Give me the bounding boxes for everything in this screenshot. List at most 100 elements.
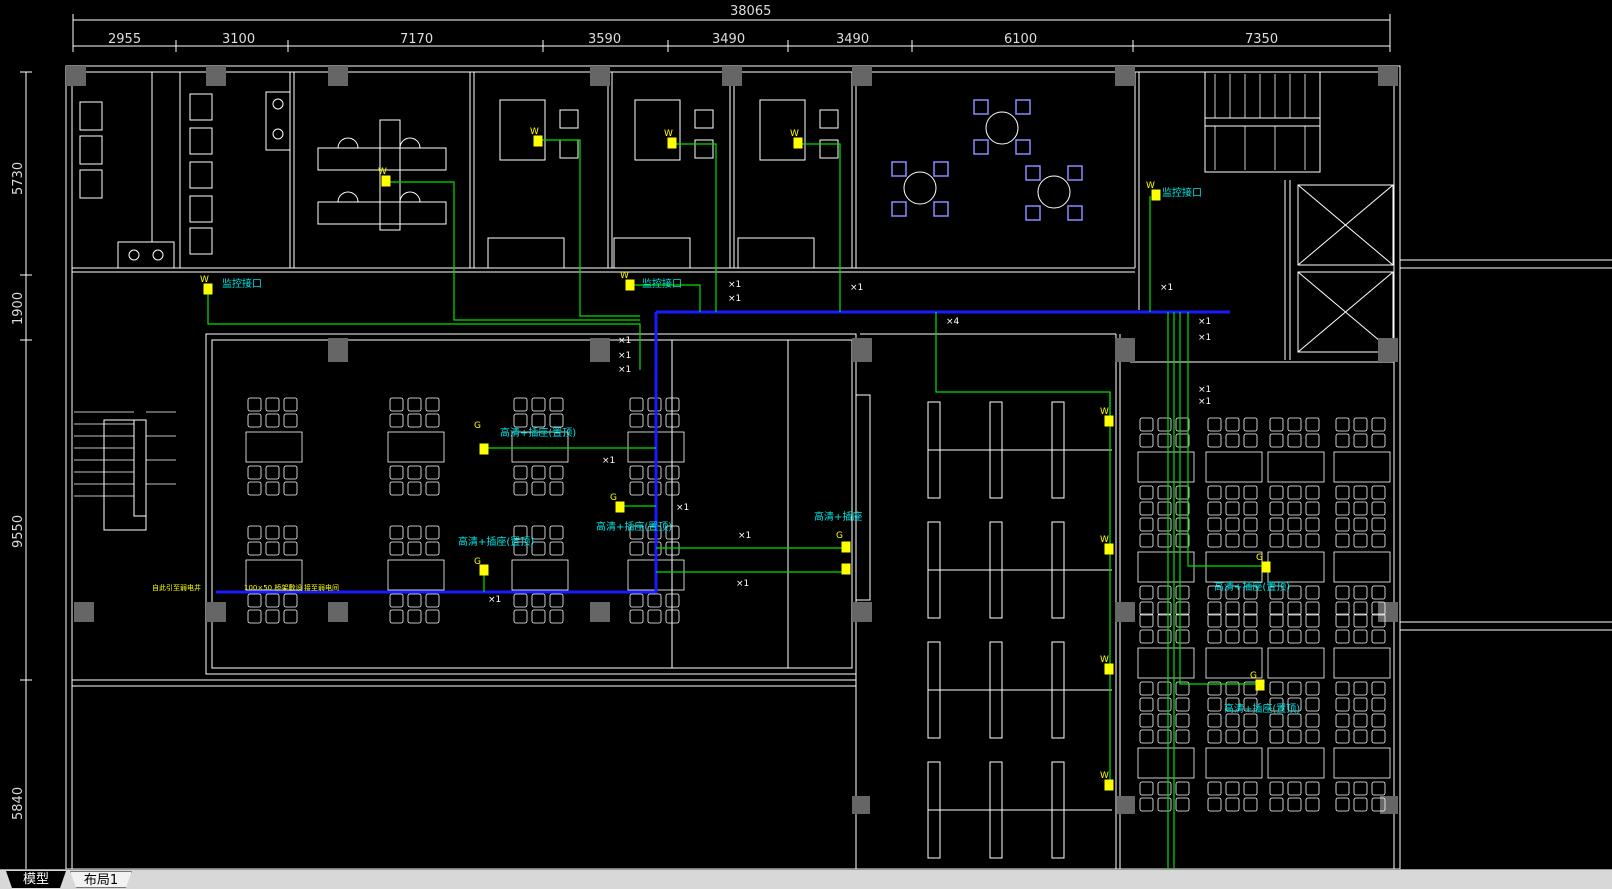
chair (1305, 501, 1320, 516)
chair (1243, 585, 1258, 600)
chair (283, 481, 298, 496)
chair (1207, 729, 1222, 744)
chair (1157, 485, 1172, 500)
chair (1371, 713, 1386, 728)
dim-seg-3: 7170 (400, 32, 433, 47)
chair (1371, 797, 1386, 812)
chair (1243, 501, 1258, 516)
chair (1353, 797, 1368, 812)
dimension-text: 38065 2955 3100 7170 3590 3490 3490 6100… (11, 4, 1278, 820)
chair (1157, 781, 1172, 796)
chair (1207, 501, 1222, 516)
chair (513, 541, 528, 556)
chair (549, 397, 564, 412)
chair (647, 593, 662, 608)
chair (1269, 601, 1284, 616)
w-letter: W (1146, 181, 1155, 191)
chair (407, 609, 422, 624)
chair (1287, 729, 1302, 744)
device-symbols (203, 135, 1271, 791)
socket-icon (1261, 561, 1271, 573)
chair (1269, 729, 1284, 744)
table (1205, 747, 1263, 779)
chair (531, 413, 546, 428)
left-note: 自此引至弱电井 (152, 583, 201, 592)
chair (1287, 433, 1302, 448)
table (1267, 451, 1325, 483)
chair (1207, 681, 1222, 696)
chair (1175, 533, 1190, 548)
chair (629, 413, 644, 428)
tab-model[interactable]: 模型 (6, 871, 66, 888)
chair (1287, 601, 1302, 616)
chair (283, 413, 298, 428)
chair (1353, 585, 1368, 600)
dim-seg-7: 6100 (1004, 32, 1037, 47)
chair (1335, 417, 1350, 432)
socket-icon (479, 564, 489, 576)
count-label: ×1 (1198, 385, 1211, 395)
label-hd-6: 高清+插座(置顶) (1224, 702, 1300, 715)
chair (1225, 681, 1240, 696)
table (1137, 647, 1195, 679)
chair (1225, 629, 1240, 644)
chair (1225, 697, 1240, 712)
g-letter: G (474, 421, 481, 431)
chair (665, 413, 680, 428)
chair (1139, 729, 1154, 744)
tray-notes: 100×50 桥架敷设 接至弱电间 自此引至弱电井 (152, 583, 339, 592)
workstations (855, 394, 1112, 859)
chair (1207, 517, 1222, 532)
chair (265, 397, 280, 412)
wall-port-icon (793, 137, 803, 149)
chair (1175, 797, 1190, 812)
private-office-furniture (317, 99, 1071, 269)
chair (1371, 517, 1386, 532)
chair (1371, 613, 1386, 628)
chair (1175, 601, 1190, 616)
chair (1335, 585, 1350, 600)
dim-seg-8: 7350 (1245, 32, 1278, 47)
chair (1287, 681, 1302, 696)
chair (1269, 585, 1284, 600)
table (1205, 551, 1263, 583)
chair (1287, 417, 1302, 432)
chair (531, 541, 546, 556)
chair (407, 465, 422, 480)
socket-icon (841, 541, 851, 553)
chair (513, 397, 528, 412)
wall-port-icon (533, 135, 543, 147)
chair (1287, 629, 1302, 644)
g-letter: G (474, 557, 481, 567)
chair (1243, 601, 1258, 616)
chair (1353, 601, 1368, 616)
chair (1335, 433, 1350, 448)
w-letter: W (200, 275, 209, 285)
chair (1139, 485, 1154, 500)
g-letter: G (836, 531, 843, 541)
chair (549, 481, 564, 496)
chair (1371, 697, 1386, 712)
table (1333, 451, 1391, 483)
table (511, 559, 569, 591)
count-label: ×1 (1198, 333, 1211, 343)
chair (1225, 781, 1240, 796)
chair (1305, 533, 1320, 548)
chair (1175, 697, 1190, 712)
chair (1157, 501, 1172, 516)
chair (1353, 629, 1368, 644)
wall-port-icon (625, 279, 635, 291)
chair (1353, 501, 1368, 516)
chair (1269, 681, 1284, 696)
walls (65, 65, 1612, 869)
cad-drawing-canvas[interactable]: 38065 2955 3100 7170 3590 3490 3490 6100… (0, 0, 1612, 869)
chair (1305, 585, 1320, 600)
tab-layout1[interactable]: 布局1 (70, 871, 132, 888)
table (1137, 551, 1195, 583)
chair (513, 465, 528, 480)
chair (1175, 713, 1190, 728)
chair (247, 593, 262, 608)
chair (1371, 533, 1386, 548)
table (1333, 551, 1391, 583)
chair (1243, 713, 1258, 728)
